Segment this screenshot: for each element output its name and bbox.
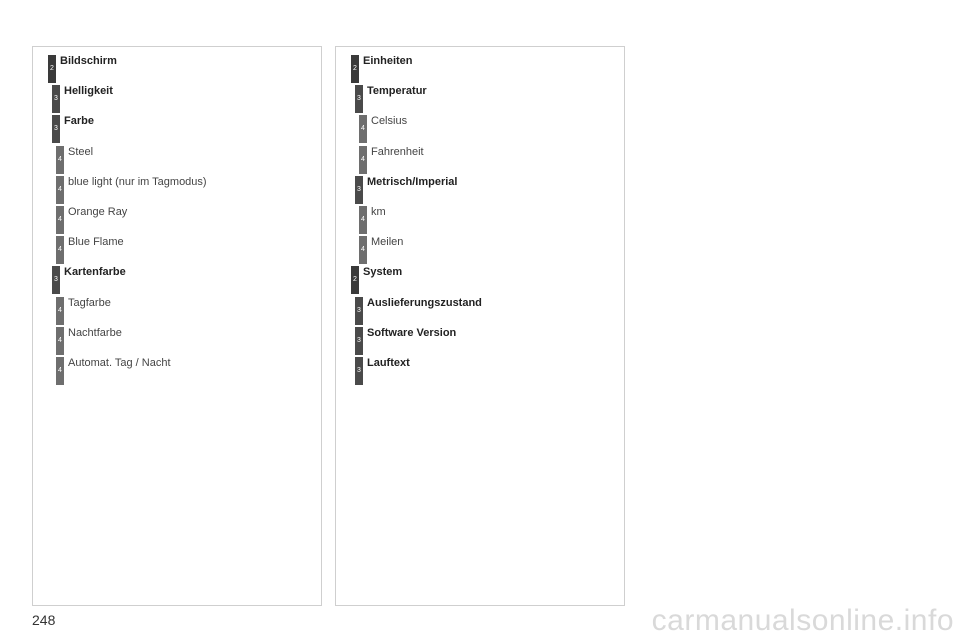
menu-item: 4 Celsius [359, 115, 408, 144]
level-badge: 3 [52, 266, 60, 295]
level-badge: 4 [359, 206, 367, 234]
menu-item: 2 Einheiten [351, 55, 413, 83]
level-badge: 2 [48, 55, 56, 83]
menu-item: 4 Meilen [359, 236, 404, 265]
menu-item-label: Celsius [371, 115, 408, 128]
menu-item: 4 Steel [56, 145, 94, 174]
level-badge: 4 [56, 145, 64, 174]
menu-item: 3 Software Version [355, 326, 457, 355]
menu-item: 3 Auslieferungszustand [355, 296, 482, 325]
page-number: 248 [32, 612, 56, 628]
level-badge: 4 [359, 115, 367, 144]
menu-item: 2 Bildschirm [48, 55, 117, 83]
menu-item: 3 Temperatur [355, 85, 427, 114]
menu-item-label: Kartenfarbe [64, 266, 126, 279]
level-badge: 3 [355, 326, 363, 355]
menu-item-label: Helligkeit [64, 85, 113, 98]
menu-item-label: Lauftext [367, 357, 410, 369]
level-badge: 2 [351, 55, 359, 83]
level-badge: 4 [56, 206, 64, 234]
menu-item: 4 Automat. Tag / Nacht [56, 357, 171, 385]
menu-item: 3 Metrisch/Imperial [355, 175, 458, 204]
level-badge: 2 [351, 266, 359, 295]
menu-item: 4 blue light (nur im Tagmodus) [56, 175, 207, 204]
menu-item-label: Nachtfarbe [68, 326, 122, 339]
level-badge: 4 [56, 236, 64, 265]
menu-item: 4 Nachtfarbe [56, 326, 122, 355]
level-badge: 3 [52, 115, 60, 144]
menu-item-label: Steel [68, 145, 94, 158]
menu-item-label: Orange Ray [68, 206, 128, 218]
menu-item-label: Auslieferungszustand [367, 296, 482, 309]
menu-item-label: Bildschirm [60, 55, 117, 67]
menu-item-label: Meilen [371, 236, 404, 249]
menu-item: 4 Tagfarbe [56, 296, 111, 325]
level-badge: 4 [56, 326, 64, 355]
level-badge: 4 [56, 296, 64, 325]
menu-item-label: blue light (nur im Tagmodus) [68, 175, 207, 188]
level-badge: 4 [56, 357, 64, 385]
watermark: carmanualsonline.info [651, 604, 954, 637]
menu-item-label: km [371, 206, 386, 218]
menu-item: 3 Farbe [52, 115, 94, 144]
menu-item: 4 Fahrenheit [359, 145, 424, 174]
menu-item: 4 km [359, 206, 386, 234]
menu-item-label: Farbe [64, 115, 94, 128]
menu-item-label: Einheiten [363, 55, 413, 67]
level-badge: 4 [359, 145, 367, 174]
menu-item-label: Fahrenheit [371, 145, 424, 158]
level-badge: 3 [355, 296, 363, 325]
menu-item-label: Automat. Tag / Nacht [68, 357, 171, 369]
menu-item: 3 Kartenfarbe [52, 266, 126, 295]
menu-item-label: Tagfarbe [68, 296, 111, 309]
level-badge: 3 [355, 85, 363, 114]
menu-item-label: Software Version [367, 326, 457, 339]
menu-item: 3 Lauftext [355, 357, 410, 385]
menu-item: 3 Helligkeit [52, 85, 113, 114]
level-badge: 3 [355, 357, 363, 385]
menu-item: 2 System [351, 266, 403, 295]
level-badge: 3 [52, 85, 60, 114]
menu-item-label: System [363, 266, 403, 279]
menu-item-label: Temperatur [367, 85, 427, 98]
level-badge: 3 [355, 175, 363, 204]
menu-item: 4 Orange Ray [56, 206, 127, 234]
menu-item-label: Metrisch/Imperial [367, 175, 458, 188]
level-badge: 4 [56, 175, 64, 204]
level-badge: 4 [359, 236, 367, 265]
menu-item: 4 Blue Flame [56, 236, 124, 265]
menu-item-label: Blue Flame [68, 236, 124, 249]
